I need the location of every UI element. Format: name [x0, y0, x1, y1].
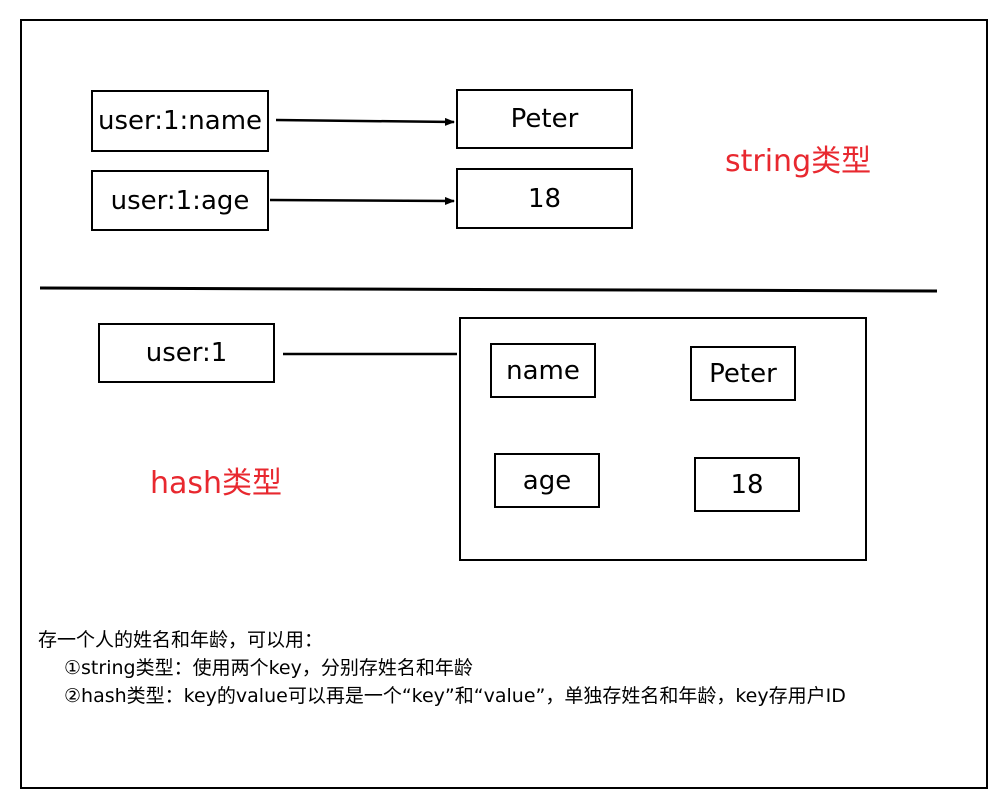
hash-field-name-box: name: [490, 343, 596, 398]
hash-key-box: user:1: [98, 323, 275, 383]
string-type-label: string类型: [725, 144, 872, 179]
string-key-name-box: user:1:name: [91, 90, 269, 152]
hash-container-box: [459, 317, 867, 561]
diagram-frame: [20, 19, 988, 789]
hash-value-name-box: Peter: [690, 346, 796, 401]
hash-field-age-box: age: [494, 453, 600, 508]
caption-intro: 存一个人的姓名和年龄，可以用：: [38, 629, 324, 651]
caption-item-hash: ②hash类型：key的value可以再是一个“key”和“value”，单独存…: [64, 685, 846, 707]
string-value-name-box: Peter: [456, 89, 633, 149]
hash-value-age-box: 18: [694, 457, 800, 512]
hash-type-label: hash类型: [150, 466, 283, 501]
string-value-age-box: 18: [456, 168, 633, 229]
caption-item-string: ①string类型：使用两个key，分别存姓名和年龄: [64, 657, 473, 679]
caption-text: 存一个人的姓名和年龄，可以用： ①string类型：使用两个key，分别存姓名和…: [38, 626, 846, 710]
string-key-age-box: user:1:age: [91, 170, 269, 231]
